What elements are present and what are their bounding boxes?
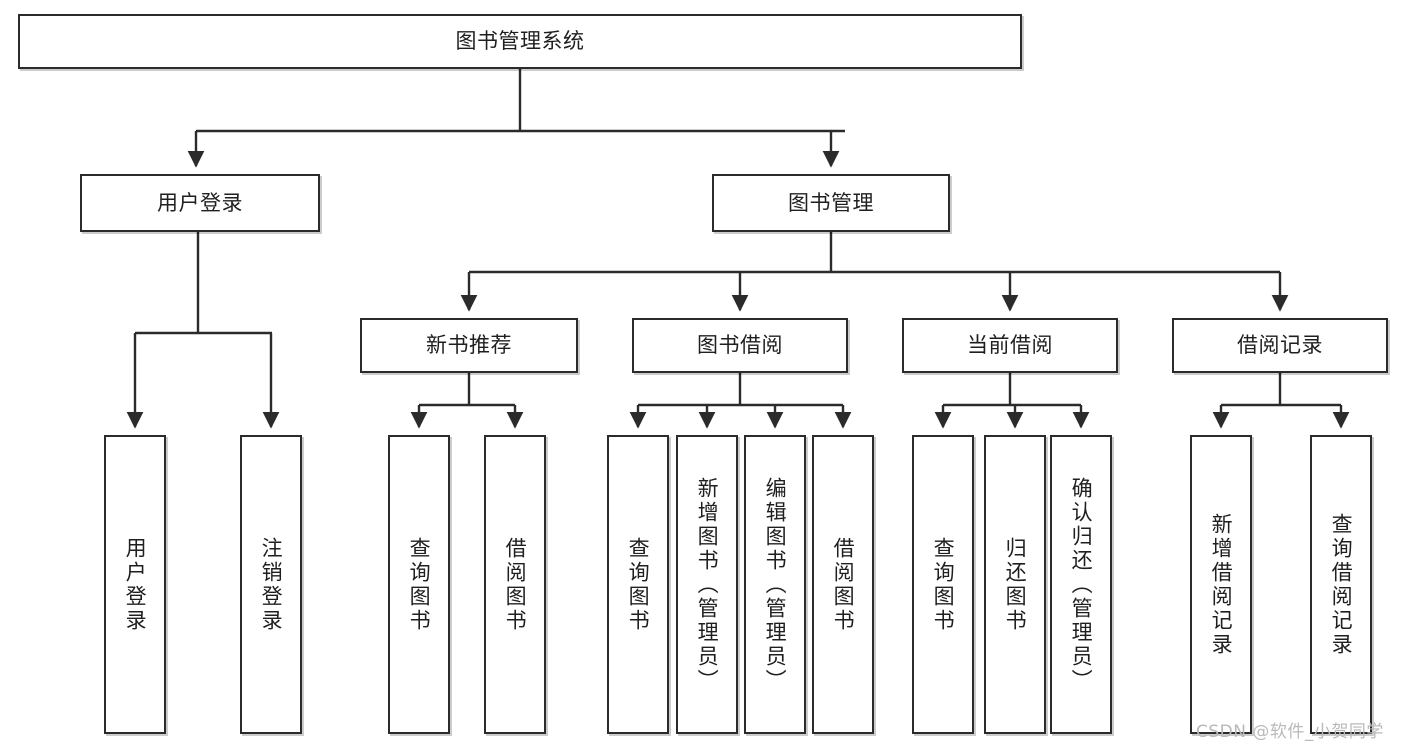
leaf-query-book-newbook-label: 查询图书 [407,536,432,633]
leaf-borrow-book-newbook-label: 借阅图书 [503,536,528,633]
node-book-management[interactable]: 图书管理 [712,174,950,232]
leaf-lend-book[interactable]: 借阅图书 [812,435,874,734]
leaf-return-book[interactable]: 归还图书 [984,435,1046,734]
leaf-query-book-newbook[interactable]: 查询图书 [388,435,450,734]
leaf-add-borrow-record[interactable]: 新增借阅记录 [1190,435,1252,734]
leaf-confirm-return-admin-label: 确认归还（管理员） [1069,476,1094,693]
leaf-return-book-label: 归还图书 [1003,536,1028,633]
leaf-edit-book-admin-label: 编辑图书（管理员） [763,476,788,693]
leaf-query-borrow-record-label: 查询借阅记录 [1329,512,1354,657]
leaf-borrow-book-newbook[interactable]: 借阅图书 [484,435,546,734]
node-borrow-record[interactable]: 借阅记录 [1172,318,1388,373]
leaf-query-book-borrow[interactable]: 查询图书 [607,435,669,734]
leaf-query-book-borrow-label: 查询图书 [626,536,651,633]
csdn-watermark: CSDN @软件_小贺同学 [1196,722,1384,742]
node-book-borrow-label: 图书借阅 [697,333,783,358]
leaf-logout[interactable]: 注销登录 [240,435,302,734]
leaf-edit-book-admin[interactable]: 编辑图书（管理员） [744,435,806,734]
leaf-lend-book-label: 借阅图书 [831,536,856,633]
leaf-query-book-current[interactable]: 查询图书 [912,435,974,734]
leaf-add-book-admin[interactable]: 新增图书（管理员） [676,435,738,734]
node-current-borrow[interactable]: 当前借阅 [902,318,1118,373]
leaf-confirm-return-admin[interactable]: 确认归还（管理员） [1050,435,1112,734]
node-new-book-recommend-label: 新书推荐 [426,333,512,358]
node-new-book-recommend[interactable]: 新书推荐 [360,318,578,373]
node-book-management-label: 图书管理 [788,190,874,215]
leaf-logout-label: 注销登录 [259,536,284,633]
node-book-borrow[interactable]: 图书借阅 [632,318,848,373]
node-current-borrow-label: 当前借阅 [967,333,1053,358]
leaf-user-login-label: 用户登录 [123,536,148,633]
node-root[interactable]: 图书管理系统 [18,14,1022,69]
node-root-label: 图书管理系统 [455,29,585,54]
leaf-query-book-current-label: 查询图书 [931,536,956,633]
leaf-query-borrow-record[interactable]: 查询借阅记录 [1310,435,1372,734]
node-user-login-label: 用户登录 [157,190,243,215]
leaf-user-login[interactable]: 用户登录 [104,435,166,734]
node-user-login[interactable]: 用户登录 [80,174,320,232]
leaf-add-book-admin-label: 新增图书（管理员） [695,476,720,693]
leaf-add-borrow-record-label: 新增借阅记录 [1209,512,1234,657]
node-borrow-record-label: 借阅记录 [1237,333,1323,358]
